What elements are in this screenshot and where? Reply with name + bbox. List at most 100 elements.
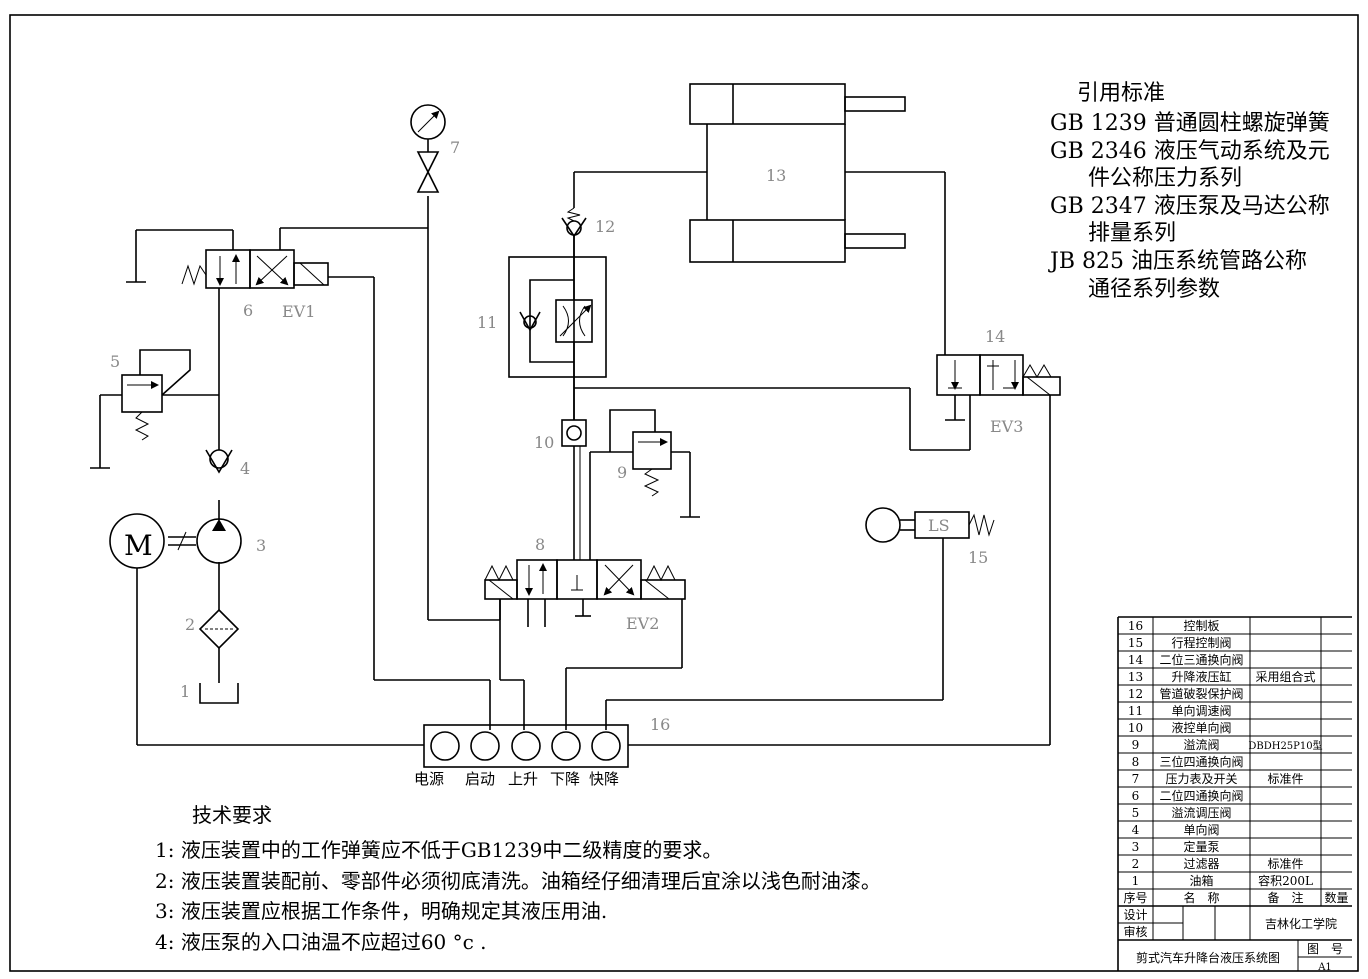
panel-label-start: 启动 — [465, 770, 495, 788]
valve-8 — [484, 559, 686, 617]
label-ev2: EV2 — [626, 614, 659, 633]
control-panel-16 — [423, 724, 629, 768]
label-13: 13 — [766, 166, 786, 185]
bom-row-note: 标准件 — [1267, 857, 1303, 871]
label-ev1: EV1 — [282, 302, 315, 321]
label-1: 1 — [180, 682, 190, 701]
drawing-border — [9, 14, 1359, 972]
bom-row-name: 单向调速阀 — [1171, 703, 1231, 718]
drawing-no-label: 图 号 — [1307, 942, 1343, 956]
pump-symbol — [168, 518, 242, 564]
bom-row-no: 3 — [1132, 840, 1140, 854]
tank-symbol — [199, 683, 239, 704]
requirement-4: 4: 液压泵的入口油温不应超过60 °c . — [155, 930, 487, 954]
panel-label-down: 下降 — [550, 770, 580, 788]
bom-row-no: 14 — [1128, 653, 1144, 667]
bom-header-note: 备 注 — [1267, 890, 1303, 905]
bom-row-name: 油箱 — [1189, 873, 1213, 888]
label-ls: LS — [928, 516, 950, 535]
drawing-no: A1 — [1317, 962, 1332, 973]
bom-review: 审核 — [1123, 924, 1147, 939]
panel-button-down[interactable] — [551, 731, 581, 761]
standard-4-line-1: JB 825 油压系统管路公称 — [1048, 249, 1307, 274]
bom-row-note: 容积200L — [1258, 873, 1313, 888]
bom-design: 设计 — [1123, 908, 1147, 922]
label-motor: M — [124, 529, 153, 562]
requirements-block: 技术要求 1: 液压装置中的工作弹簧应不低于GB1239中二级精度的要求。 2:… — [155, 803, 881, 954]
bom-row-no: 4 — [1132, 823, 1140, 837]
panel-label-power: 电源 — [414, 770, 444, 788]
bom-row-no: 9 — [1132, 738, 1140, 752]
bom-row-no: 10 — [1128, 721, 1143, 735]
standards-block: 引用标准 GB 1239 普通圆柱螺旋弹簧 GB 2346 液压气动系统及元 件… — [1048, 81, 1330, 302]
bom-row-no: 12 — [1128, 687, 1143, 701]
component-labels: 1 2 3 4 5 6 EV1 7 8 EV2 9 10 11 12 13 14… — [110, 138, 1023, 734]
bom-row-name: 二位四通换向阀 — [1159, 788, 1243, 803]
limit-switch-15 — [865, 507, 995, 543]
standard-2-line-1: GB 2346 液压气动系统及元 — [1050, 139, 1330, 164]
speed-valve-11 — [508, 236, 607, 420]
standard-3-line-1: GB 2347 液压泵及马达公称 — [1050, 194, 1330, 219]
bom-row-name: 定量泵 — [1183, 839, 1219, 854]
label-2: 2 — [185, 615, 195, 634]
requirement-2: 2: 液压装置装配前、零部件必须彻底清洗。油箱经仔细清理后宜涂以浅色耐油漆。 — [155, 869, 881, 893]
relief-valve-9 — [609, 409, 700, 518]
bom-row-no: 13 — [1128, 670, 1143, 684]
bom-row-note: 标准件 — [1267, 772, 1303, 786]
bom-row-no: 6 — [1132, 789, 1140, 803]
bom-row-name: 升降液压缸 — [1171, 669, 1231, 684]
panel-button-labels: 电源 启动 上升 下降 快降 — [414, 770, 619, 788]
bom-row-no: 5 — [1132, 806, 1140, 820]
bom-row-name: 单向阀 — [1183, 822, 1219, 837]
standard-4-line-2: 通径系列参数 — [1088, 277, 1220, 302]
label-6: 6 — [243, 301, 253, 320]
label-16: 16 — [650, 715, 670, 734]
pipes — [135, 171, 1051, 746]
burst-valve-12 — [561, 207, 587, 238]
standard-3-line-2: 排量系列 — [1088, 221, 1176, 246]
standard-1-line-1: GB 1239 普通圆柱螺旋弹簧 — [1050, 111, 1330, 136]
panel-button-up[interactable] — [511, 731, 541, 761]
label-11: 11 — [477, 313, 497, 332]
bom-row-name: 压力表及开关 — [1165, 772, 1237, 786]
label-8: 8 — [535, 535, 545, 554]
drawing-title: 剪式汽车升降台液压系统图 — [1136, 950, 1280, 965]
bom-row-no: 11 — [1128, 704, 1143, 718]
standards-heading: 引用标准 — [1077, 81, 1165, 106]
bom-row-name: 液控单向阀 — [1171, 720, 1231, 735]
label-ev3: EV3 — [990, 417, 1023, 436]
panel-button-fast-down[interactable] — [591, 731, 621, 761]
bom-row-no: 2 — [1132, 857, 1140, 871]
check-valve-4 — [205, 449, 233, 474]
bom-row-no: 7 — [1132, 772, 1140, 786]
label-3: 3 — [256, 536, 266, 555]
bom-row-no: 15 — [1128, 636, 1143, 650]
bom-row-no: 8 — [1132, 755, 1140, 769]
requirement-1: 1: 液压装置中的工作弹簧应不低于GB1239中二级精度的要求。 — [155, 838, 722, 862]
valve-14 — [936, 354, 1061, 421]
valve-6 — [181, 249, 329, 289]
panel-button-power[interactable] — [430, 731, 460, 761]
filter-symbol — [198, 608, 240, 650]
bom-row-name: 溢流阀 — [1183, 738, 1219, 752]
standard-2-line-2: 件公称压力系列 — [1088, 166, 1242, 191]
bom-row-note: 采用组合式 — [1255, 669, 1315, 684]
bom-row-name: 二位三通换向阀 — [1159, 652, 1243, 667]
panel-button-start[interactable] — [470, 731, 500, 761]
label-14: 14 — [985, 327, 1005, 346]
bom-header-qty: 数量 — [1324, 890, 1348, 905]
pilot-check-10 — [561, 419, 587, 447]
bom-row-name: 行程控制阀 — [1171, 635, 1231, 650]
bom-header-name: 名 称 — [1183, 890, 1219, 905]
label-4: 4 — [240, 459, 250, 478]
label-5: 5 — [110, 352, 120, 371]
gauge-7 — [410, 104, 446, 193]
bom-row-name: 三位四通换向阀 — [1159, 754, 1243, 769]
bom-row-no: 1 — [1132, 874, 1140, 888]
bom-row-name: 过滤器 — [1183, 857, 1219, 871]
label-9: 9 — [617, 463, 627, 482]
label-12: 12 — [595, 217, 615, 236]
bom-row-note: DBDH25P10型 — [1248, 739, 1322, 752]
